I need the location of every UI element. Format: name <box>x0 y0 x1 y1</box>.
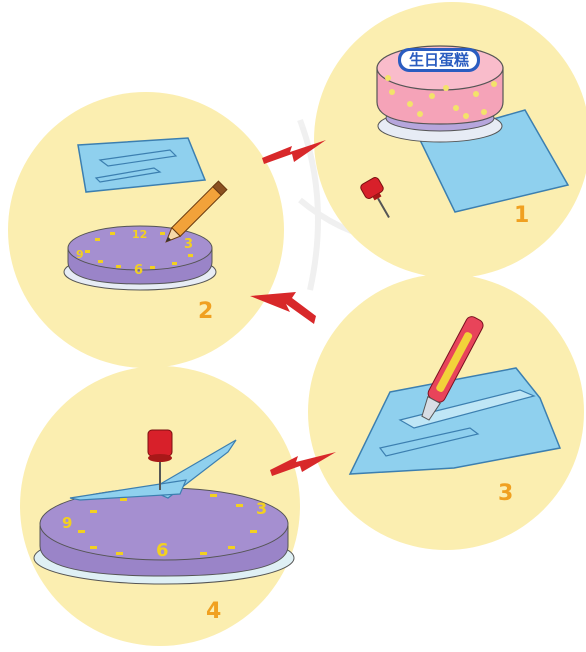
step-4-panel: 3 6 9 4 <box>20 366 300 646</box>
dial-numeral-6-2: 6 <box>134 263 143 278</box>
dial-numeral-9-4: 9 <box>62 514 72 532</box>
arrow-2-to-3 <box>250 292 316 324</box>
dial-numeral-9-2: 9 <box>76 248 84 261</box>
step-2-panel: 12 3 6 9 2 <box>8 92 284 368</box>
step-3-number: 3 <box>498 481 513 506</box>
step-1-panel: 生日蛋糕 1 <box>314 2 586 278</box>
step-2-number: 2 <box>198 299 213 324</box>
cake-box-label: 生日蛋糕 <box>409 51 469 69</box>
dial-numeral-3-2: 3 <box>184 237 193 252</box>
dial-numeral-12-2: 12 <box>132 228 147 241</box>
step-4-number: 4 <box>206 599 221 624</box>
step-3-panel: 3 <box>308 274 584 550</box>
dial-numeral-6-4: 6 <box>156 540 169 561</box>
dial-numeral-3-4: 3 <box>256 499 267 518</box>
step-1-number: 1 <box>514 203 529 228</box>
